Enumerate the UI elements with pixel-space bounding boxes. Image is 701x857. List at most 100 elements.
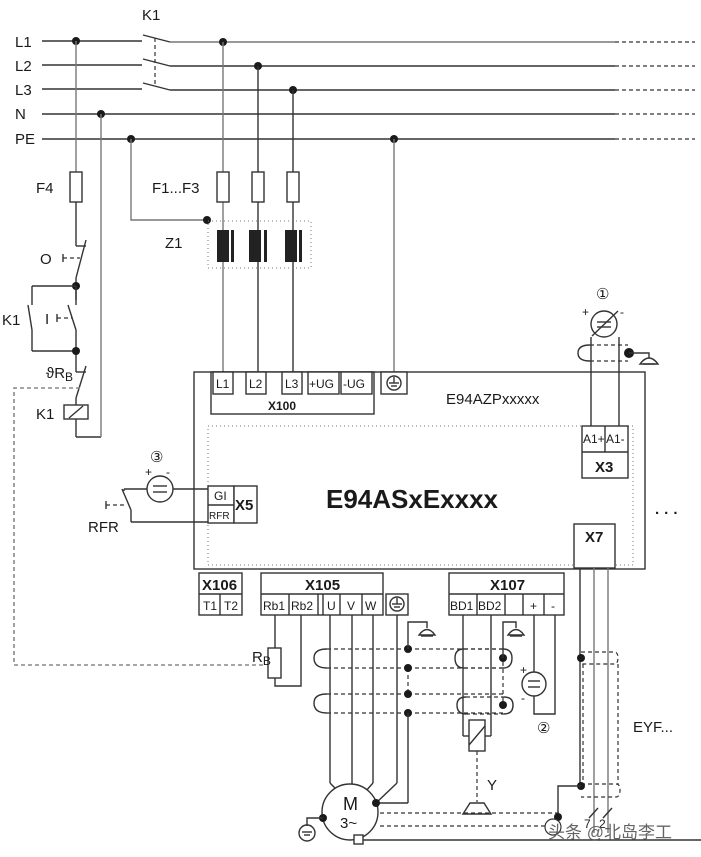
x100-pin-minus-ug[interactable] (340, 371, 373, 395)
encoder-connector-icon (544, 818, 562, 836)
marker-3: ③ (150, 449, 163, 466)
x7-label: X7 (585, 529, 603, 546)
thermal-link-dashed (13, 387, 266, 666)
x105-pin-w[interactable]: W (365, 599, 377, 613)
shield-loop (313, 648, 328, 669)
x106-pin-t2[interactable]: T2 (224, 599, 238, 613)
analog-output-x3: ① + - A1+ A1- X3 (577, 286, 660, 479)
x5-pin-rfr[interactable]: RFR (209, 511, 230, 522)
x3-pin-a1-minus[interactable]: A1- (606, 432, 625, 446)
k1-label: K1 (142, 7, 160, 24)
motor-icon (321, 783, 379, 841)
encoder-cable: 7 2 EYF... (544, 568, 673, 836)
off-button-label: O (40, 251, 52, 268)
shield-loop (577, 344, 591, 362)
k1-coil-label: K1 (36, 406, 54, 423)
x105-pin-rb2[interactable]: Rb2 (291, 599, 313, 613)
wire (407, 621, 428, 649)
fuse-f4 (69, 171, 83, 203)
src2-minus: - (521, 691, 525, 705)
x107-pin-plus[interactable]: + (530, 599, 537, 613)
brake-label: Y (487, 777, 497, 794)
k1-contact-3 (142, 82, 171, 91)
x107-pin-minus[interactable]: - (551, 599, 555, 613)
fuses-label: F1...F3 (152, 180, 200, 197)
ground-icon (638, 357, 660, 365)
x100-pin-l3-label: L3 (285, 377, 299, 391)
x5-pin-gi[interactable]: GI (214, 489, 227, 503)
x107-pin-bd2[interactable]: BD2 (478, 599, 502, 613)
ground-icon (417, 628, 437, 636)
x100-pin-plus-ug[interactable] (307, 371, 340, 395)
marker-1: ① (596, 286, 609, 303)
x7-block[interactable] (573, 523, 616, 569)
off-button-contact (75, 239, 87, 279)
coil-diagonal (68, 405, 84, 419)
motor-cable (313, 615, 505, 804)
bus-label-l2: L2 (15, 58, 32, 75)
ground-icon (298, 824, 316, 842)
supply-module-label: E94AZPxxxxx (446, 391, 540, 408)
meter-minus: - (620, 305, 624, 319)
thermal-contact-label: ϑRB (46, 365, 73, 384)
thermal-contact (75, 365, 87, 399)
x105-pin-u[interactable]: U (327, 599, 336, 613)
filter-core-2 (264, 230, 267, 262)
ground-icon (506, 628, 526, 636)
wire-2-label: 2 (599, 817, 606, 831)
meter-arrow (591, 310, 619, 337)
shield-loop (456, 696, 467, 715)
x105-label: X105 (305, 577, 340, 594)
motor-thermal-sensor (353, 834, 364, 845)
dc-source-3-icon (146, 475, 174, 503)
k1-contact-2 (142, 58, 171, 67)
pe-terminal-icon (386, 375, 402, 391)
x100-pin-l3[interactable] (281, 371, 303, 395)
shield (581, 651, 619, 665)
x105-pin-rb1[interactable]: Rb1 (263, 599, 285, 613)
x100-pin-l2-label: L2 (249, 377, 263, 391)
x3-pin-a1-plus[interactable]: A1+ (583, 432, 605, 446)
cable-label: EYF... (633, 719, 673, 736)
x106-label: X106 (202, 577, 237, 594)
filter-choke-3 (285, 230, 297, 262)
k1-holding-label: K1 (2, 312, 20, 329)
x106-pin-t1[interactable]: T1 (203, 599, 217, 613)
terminal-x100: L1 L2 L3 +UG -UG X100 (210, 371, 375, 415)
enable-x5: ③ + - RFR GI RFR X5 (88, 449, 258, 536)
wire-mark (588, 807, 599, 819)
x100-pin-l1[interactable] (212, 371, 234, 395)
pe-to-filter (130, 139, 207, 221)
motor: M 3~ (298, 783, 701, 845)
bus-label-pe: PE (15, 131, 35, 148)
src2-plus: + (520, 663, 527, 677)
mains-bus: L1 L2 L3 N PE K1 (15, 7, 695, 148)
filter-label: Z1 (165, 235, 183, 252)
f4-label: F4 (36, 180, 54, 197)
filter-choke-1 (217, 230, 229, 262)
x107-pin-bd1[interactable]: BD1 (450, 599, 474, 613)
brake-resistor-label: RB (252, 649, 271, 668)
shield (581, 783, 621, 798)
shield-junction (499, 701, 507, 709)
x100-pin-l2[interactable] (245, 371, 267, 395)
filter-core-3 (299, 230, 302, 262)
x5-block (233, 485, 258, 524)
filter-outline (207, 220, 312, 269)
wire-7-label: 7 (584, 817, 591, 831)
x100-pin-l1-label: L1 (216, 377, 230, 391)
motor-pe-junction (372, 799, 380, 807)
wire (274, 615, 302, 687)
k1-contact-1 (142, 34, 171, 43)
src3-plus: + (145, 465, 152, 479)
rfr-switch-contact (121, 488, 132, 511)
wire (502, 621, 517, 658)
brake-circuit: Y + - ② (454, 615, 556, 815)
brake-icon (461, 802, 493, 815)
filter-core-1 (231, 230, 234, 262)
wire (533, 615, 556, 715)
x105-pin-v[interactable]: V (347, 599, 355, 613)
watermark: 头条 @北岛李工 (548, 823, 672, 842)
